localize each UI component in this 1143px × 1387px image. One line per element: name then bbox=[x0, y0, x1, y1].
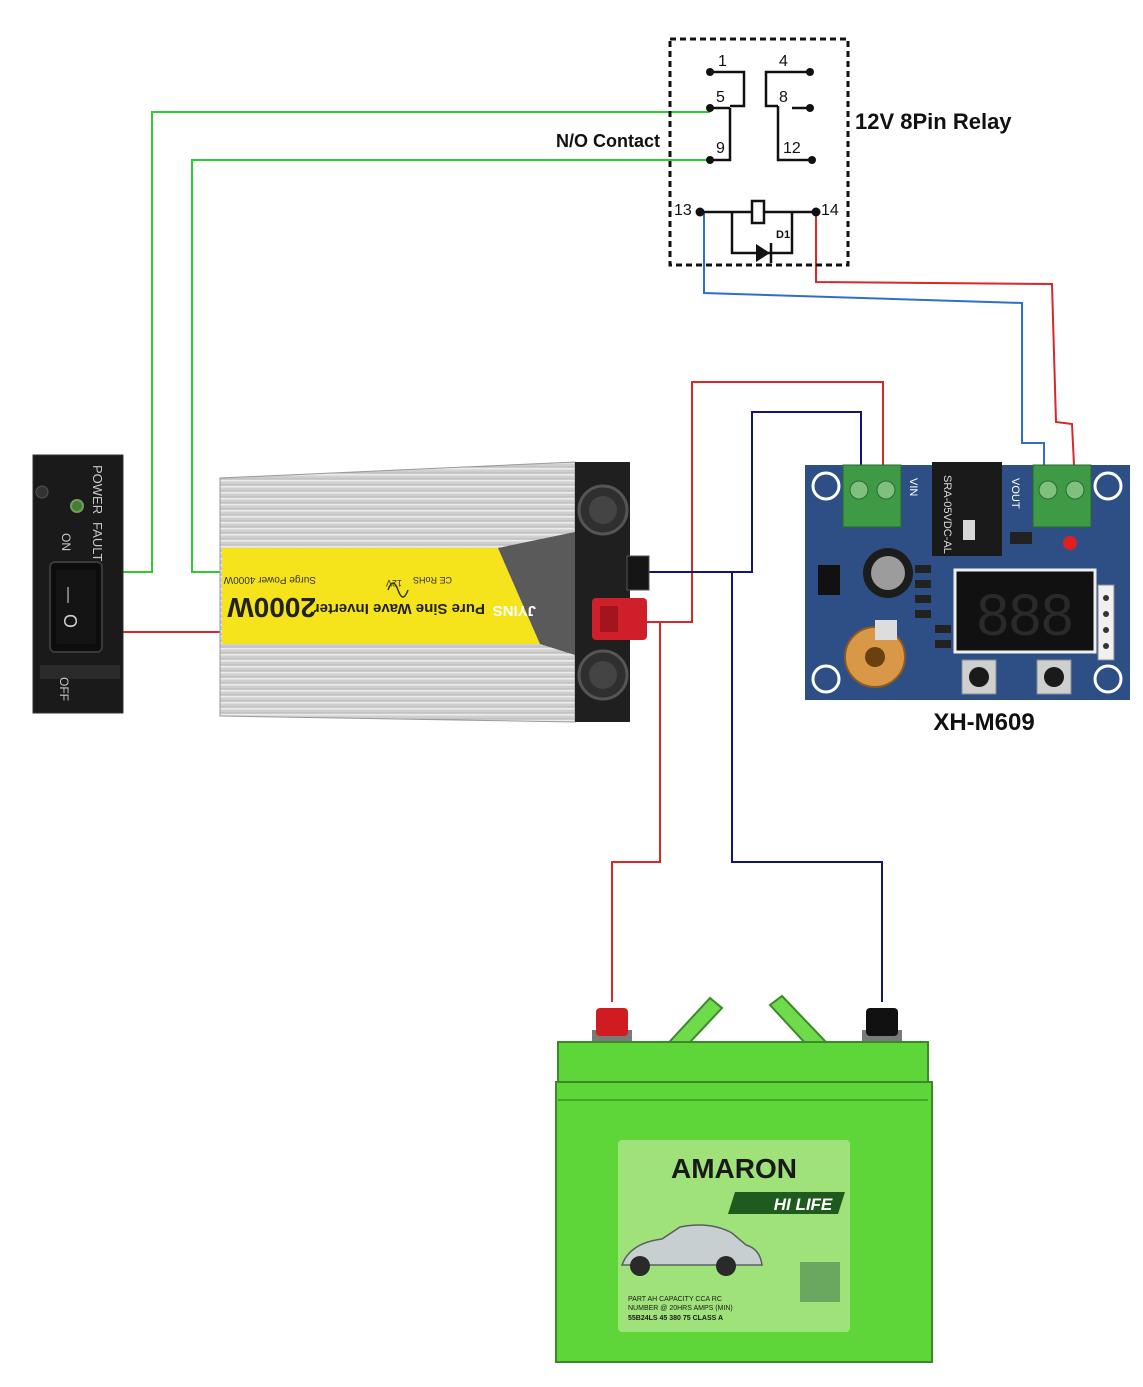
inverter-brand: JYINS bbox=[493, 602, 536, 619]
module-label: XH-M609 bbox=[933, 709, 1034, 736]
pin-13-label: 13 bbox=[674, 202, 692, 219]
wire-navy-module bbox=[647, 411, 862, 573]
display-digits: 888 bbox=[977, 583, 1074, 648]
pin-1-label: 1 bbox=[718, 53, 727, 70]
battery-negative-terminal bbox=[866, 1008, 898, 1036]
wire-blue-relay13 bbox=[703, 213, 1045, 465]
pin-9-label: 9 bbox=[716, 140, 725, 157]
inverter-black-terminal bbox=[626, 555, 650, 591]
car-image bbox=[620, 1224, 763, 1276]
inverter-product-type: Pure Sine Wave Inverter bbox=[314, 600, 485, 617]
relay: 1 4 5 8 9 12 13 14 D1 12V 8Pin Relay N/O… bbox=[556, 37, 1012, 267]
diode-symbol bbox=[756, 244, 770, 262]
wire-red-module-vin bbox=[647, 381, 884, 623]
vout-label: VOUT bbox=[1009, 478, 1021, 509]
battery-spec-line1: PART AH CAPACITY CCA RC bbox=[628, 1296, 722, 1303]
fault-label: FAULT bbox=[90, 522, 105, 562]
relay-title: 12V 8Pin Relay bbox=[855, 109, 1012, 134]
battery-positive-terminal bbox=[596, 1008, 628, 1036]
switch-circle-glyph: O bbox=[60, 614, 80, 628]
switch-dash-glyph: — bbox=[60, 587, 77, 603]
inverter-model-power: 2000W bbox=[227, 592, 316, 623]
seven-segment-display bbox=[953, 568, 1097, 654]
pin-4-label: 4 bbox=[779, 53, 788, 70]
power-led bbox=[70, 499, 84, 513]
sine-wave-icon bbox=[387, 582, 409, 598]
xh-m609-module: VIN VOUT SRA-05VDC-AL 888 bbox=[805, 462, 1130, 736]
battery-spec-line3: 55B24LS 45 380 75 CLASS A bbox=[628, 1315, 723, 1322]
no-contact-label: N/O Contact bbox=[556, 131, 660, 151]
off-label: OFF bbox=[57, 677, 71, 701]
wire-navy-battery bbox=[731, 572, 883, 1002]
diode-label: D1 bbox=[776, 229, 790, 241]
pin-14-label: 14 bbox=[821, 202, 839, 219]
inverter-certs: CE RoHS bbox=[413, 575, 452, 585]
vin-label: VIN bbox=[907, 478, 919, 496]
pin-12-label: 12 bbox=[783, 140, 801, 157]
battery: AMARON HI LIFE PART AH CAPACITY CCA RC N… bbox=[555, 994, 933, 1363]
wire-red-battery bbox=[611, 622, 661, 1002]
battery-spec-line2: NUMBER @ 20HRS AMPS (MIN) bbox=[628, 1305, 733, 1312]
pin-5-label: 5 bbox=[716, 89, 725, 106]
power-label: POWER bbox=[90, 465, 105, 514]
inverter: JYINS Pure Sine Wave Inverter 2000W Surg… bbox=[219, 461, 650, 723]
inverter-label-panel bbox=[222, 548, 540, 644]
wire-green-pin9 bbox=[191, 159, 710, 573]
pin-8-label: 8 bbox=[779, 89, 788, 106]
inverter-surge-power: Surge Power 4000W bbox=[223, 574, 316, 585]
on-label: ON bbox=[59, 533, 73, 551]
wires bbox=[122, 111, 1075, 1002]
wire-red-relay14 bbox=[815, 213, 1075, 466]
module-relay bbox=[932, 462, 1002, 556]
module-led bbox=[1063, 536, 1077, 550]
module-relay-text: SRA-05VDC-AL bbox=[941, 475, 953, 554]
battery-brand: AMARON bbox=[671, 1153, 797, 1184]
battery-model: HI LIFE bbox=[774, 1195, 833, 1214]
relay-dashed-outline bbox=[668, 37, 850, 267]
wire-green-pin5 bbox=[122, 111, 710, 573]
power-switch-panel: POWER FAULT ON — O OFF bbox=[32, 454, 124, 714]
